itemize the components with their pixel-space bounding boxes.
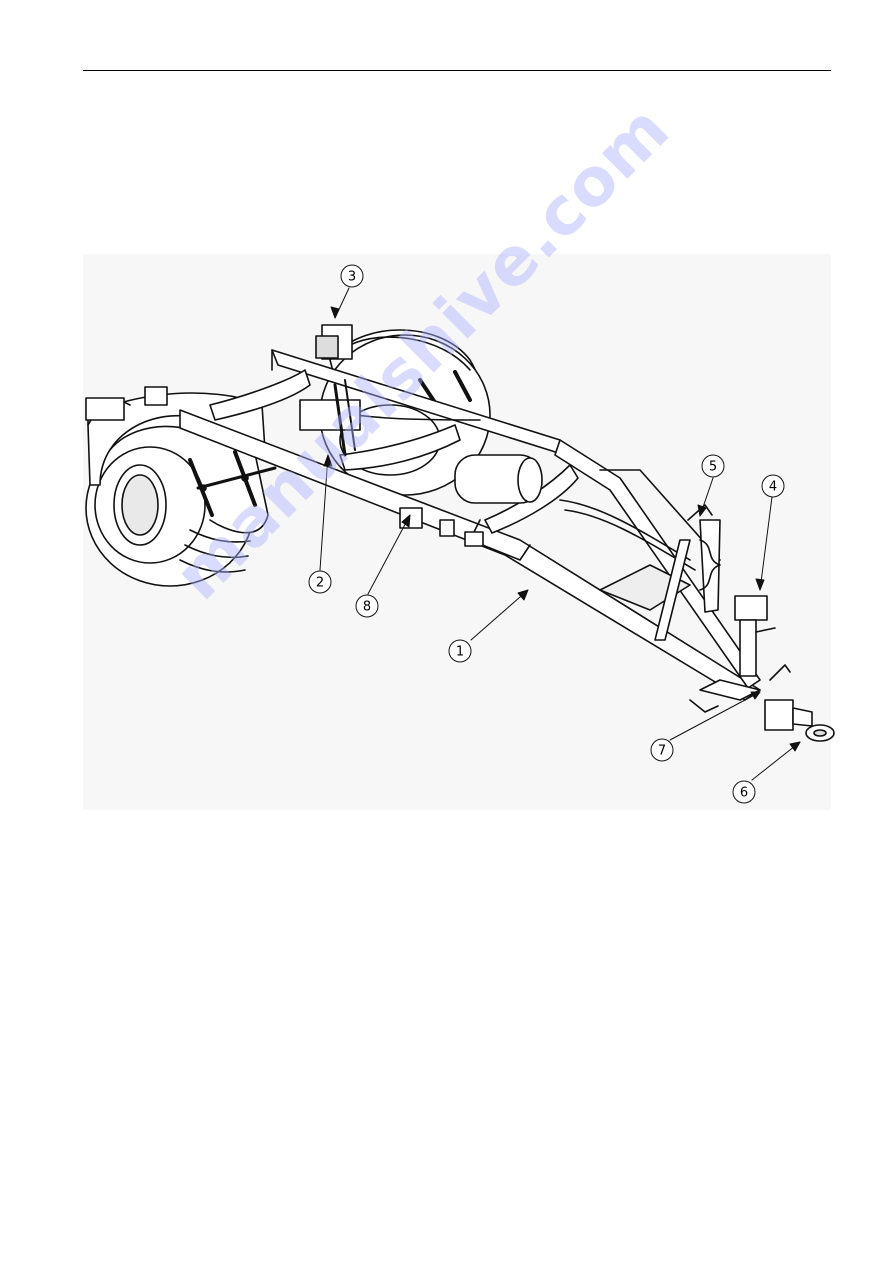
- callout-6-label: 6: [740, 786, 748, 801]
- callout-7-label: 7: [658, 744, 666, 759]
- callout-4-label: 4: [769, 480, 777, 495]
- callout-5-label: 5: [709, 460, 717, 475]
- callout-2-label: 2: [316, 576, 324, 591]
- callout-8-label: 8: [363, 600, 371, 615]
- chassis-frame: [180, 350, 834, 741]
- callout-1-label: 1: [456, 645, 464, 660]
- callout-3-label: 3: [348, 270, 356, 285]
